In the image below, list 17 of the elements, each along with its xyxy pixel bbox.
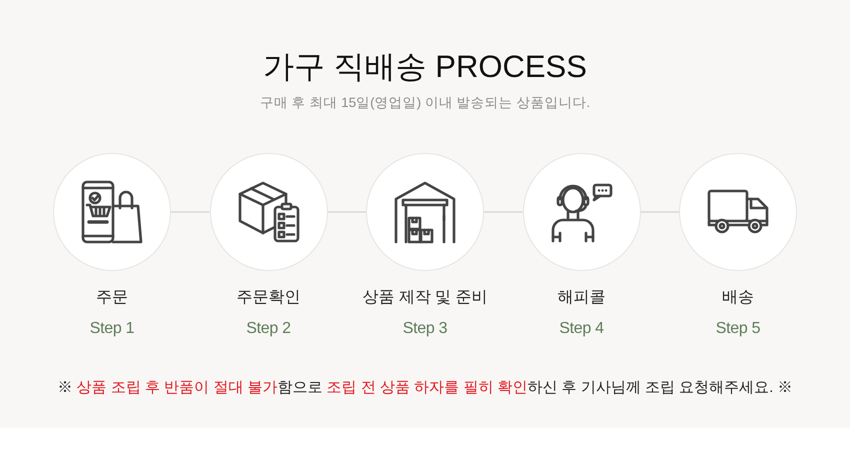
- title: 가구 직배송 PROCESS: [262, 48, 588, 86]
- connector-line: [171, 211, 210, 213]
- step-number: Step 2: [245, 319, 292, 339]
- step-number: Step 1: [88, 319, 136, 339]
- step-name: 주문: [95, 288, 129, 308]
- subtitle: 구매 후 최대 15일(영업일) 이내 발송되는 상품입니다.: [258, 94, 592, 112]
- step-name: 주문확인: [236, 288, 302, 308]
- notice-text: ※ 상품 조립 후 반품이 절대 불가함으로 조립 전 상품 하자를 필히 확인하신 후 기사님께 조립 요청해주세요. ※: [56, 378, 794, 398]
- connector-line: [484, 211, 522, 213]
- step-name: 해피콜: [556, 288, 606, 308]
- connector-line: [640, 211, 679, 213]
- step-name: 상품 제작 및 준비: [362, 288, 488, 308]
- step-name: 배송: [721, 288, 755, 308]
- step-number: Step 4: [558, 319, 605, 339]
- step-number: Step 3: [402, 319, 448, 339]
- connector-line: [328, 211, 366, 213]
- step-number: Step 5: [714, 319, 762, 339]
